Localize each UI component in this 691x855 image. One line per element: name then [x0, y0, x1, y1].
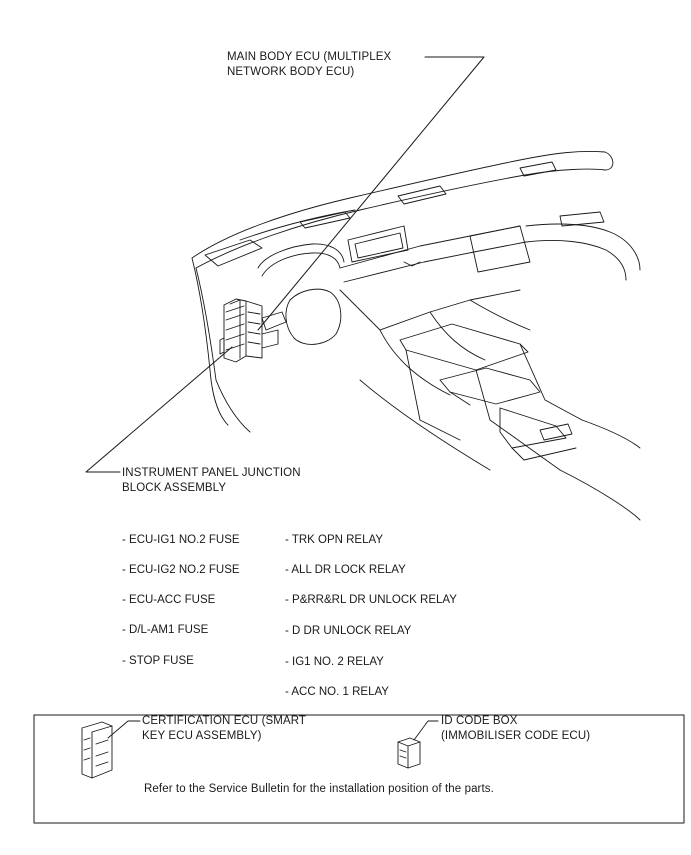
certification-ecu-label: CERTIFICATION ECU (SMART KEY ECU ASSEMBL…: [142, 714, 306, 744]
dashboard-outline: [191, 150, 641, 521]
junction-block-module: [219, 298, 287, 363]
leader-line-junction-block: [85, 346, 233, 473]
certification-ecu-label-line1: CERTIFICATION ECU (SMART: [142, 715, 307, 727]
fuse-item: - ECU-IG1 NO.2 FUSE: [122, 534, 240, 546]
main-body-ecu-label-line1: MAIN BODY ECU (MULTIPLEX: [227, 51, 392, 63]
junction-block-label-line1: INSTRUMENT PANEL JUNCTION: [122, 467, 301, 479]
certification-ecu-icon: [81, 720, 141, 779]
id-code-box-label-line1: ID CODE BOX: [441, 715, 518, 727]
fuse-item: - ECU-IG2 NO.2 FUSE: [122, 564, 240, 576]
relay-item: - P&RR&RL DR UNLOCK RELAY: [285, 594, 457, 606]
relay-item: - D DR UNLOCK RELAY: [285, 625, 412, 637]
main-body-ecu-label-line2: NETWORK BODY ECU): [227, 66, 355, 78]
id-code-box-icon: [397, 720, 439, 769]
relay-item: - IG1 NO. 2 RELAY: [285, 656, 384, 668]
id-code-box-label: ID CODE BOX (IMMOBILISER CODE ECU): [441, 714, 590, 744]
main-body-ecu-label: MAIN BODY ECU (MULTIPLEX NETWORK BODY EC…: [227, 50, 391, 80]
service-bulletin-note: Refer to the Service Bulletin for the in…: [144, 783, 494, 795]
fuse-item: - D/L-AM1 FUSE: [122, 624, 209, 636]
junction-block-label: INSTRUMENT PANEL JUNCTION BLOCK ASSEMBLY: [122, 466, 301, 496]
relay-item: - ALL DR LOCK RELAY: [285, 564, 406, 576]
info-box-frame: [33, 714, 685, 824]
relay-item: - ACC NO. 1 RELAY: [285, 686, 389, 698]
leader-line-main-body-ecu: [257, 56, 485, 331]
id-code-box-label-line2: (IMMOBILISER CODE ECU): [441, 730, 591, 742]
relay-item: - TRK OPN RELAY: [285, 534, 383, 546]
certification-ecu-label-line2: KEY ECU ASSEMBLY): [142, 730, 262, 742]
fuse-item: - ECU-ACC FUSE: [122, 594, 216, 606]
fuse-item: - STOP FUSE: [122, 655, 194, 667]
junction-block-label-line2: BLOCK ASSEMBLY: [122, 482, 227, 494]
